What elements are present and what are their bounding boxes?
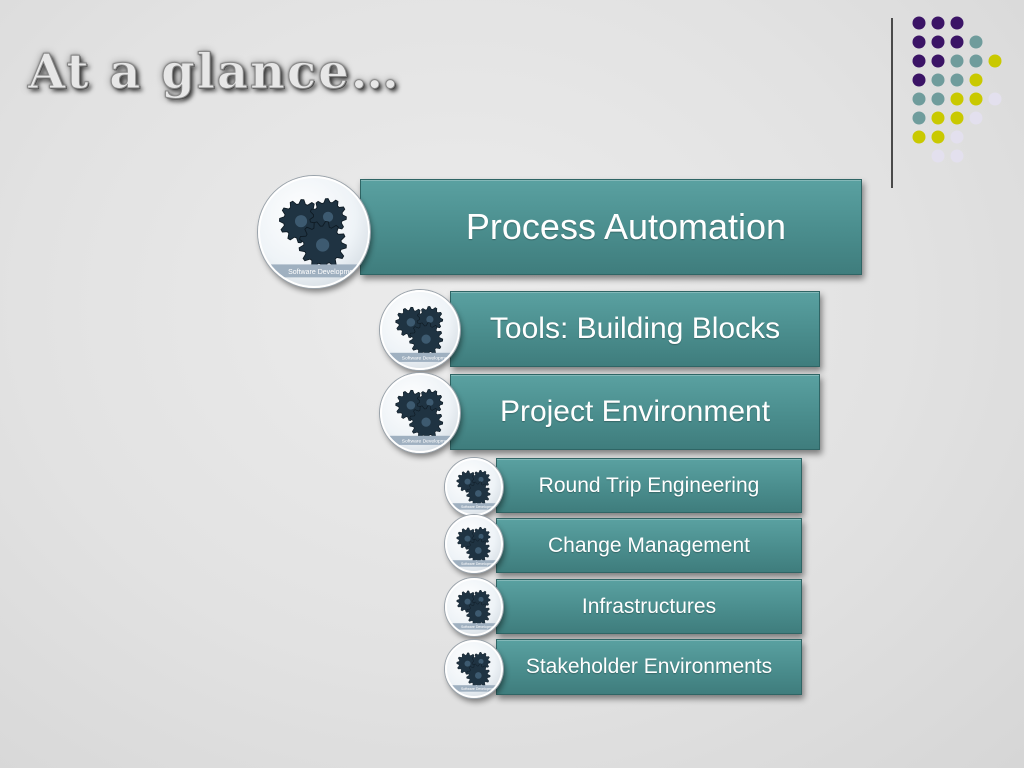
gears-icon: Software Development xyxy=(445,640,503,698)
change-management-label: Change Management xyxy=(548,533,750,557)
decorative-dot xyxy=(950,35,964,49)
icon-caption-band xyxy=(447,560,501,567)
gear-hub xyxy=(478,476,484,482)
gear-hub xyxy=(406,401,416,410)
decorative-dot xyxy=(969,54,983,68)
icon-caption: Software Development xyxy=(402,439,453,445)
icon-caption: Software Development xyxy=(461,505,496,509)
decorative-dot xyxy=(950,16,964,30)
decorative-dot xyxy=(931,16,945,30)
decorative-dot xyxy=(912,130,926,144)
gear-hub xyxy=(478,596,484,602)
decorative-dot xyxy=(931,73,945,87)
process-automation-bar: Process Automation xyxy=(360,179,862,275)
slide-title: At a glance… xyxy=(28,44,401,101)
decorative-dot xyxy=(969,92,983,106)
decorative-dot xyxy=(969,111,983,125)
decorative-dot xyxy=(931,35,945,49)
gears-icon: Software Development xyxy=(445,515,503,573)
gear-hub xyxy=(426,398,434,406)
icon-caption: Software Development xyxy=(461,625,496,629)
decorative-dot xyxy=(931,54,945,68)
infrastructures-label: Infrastructures xyxy=(581,594,717,618)
process-automation-label: Process Automation xyxy=(465,206,787,247)
stakeholder-environments-label: Stakeholder Environments xyxy=(525,655,773,678)
gears-icon-art: Software Development xyxy=(260,198,368,278)
icon-caption-band xyxy=(447,503,501,510)
icon-caption-band xyxy=(447,685,501,692)
stakeholder-environments-bar: Stakeholder Environments xyxy=(496,639,802,695)
decorative-dot xyxy=(969,35,983,49)
gear-hub xyxy=(464,660,471,667)
gears-icon: Software Development xyxy=(258,176,370,288)
decorative-dot xyxy=(950,111,964,125)
decorative-dot xyxy=(969,73,983,87)
icon-caption-band xyxy=(260,264,368,278)
gear-hub xyxy=(294,215,308,228)
gear-hub xyxy=(475,610,482,617)
decorative-dot xyxy=(931,130,945,144)
gear-hub xyxy=(421,417,431,427)
decorative-dot xyxy=(912,73,926,87)
gears-icon-art: Software Development xyxy=(447,470,501,510)
gear-hub xyxy=(406,318,416,327)
decorative-dot xyxy=(912,35,926,49)
icon-caption-band xyxy=(447,623,501,630)
round-trip-engineering-bar: Round Trip Engineering xyxy=(496,458,802,513)
decorative-dot xyxy=(912,54,926,68)
gears-icon-art: Software Development xyxy=(382,306,458,362)
decorative-dot xyxy=(950,92,964,106)
gear-hub xyxy=(464,598,471,605)
gear-hub xyxy=(478,658,484,664)
decorative-dot xyxy=(950,149,964,163)
gears-icon: Software Development xyxy=(380,373,460,453)
gears-icon-art: Software Development xyxy=(382,389,458,445)
infrastructures-bar: Infrastructures xyxy=(496,579,802,634)
icon-caption: Software Development xyxy=(461,562,496,566)
project-environment-bar: Project Environment xyxy=(450,374,820,450)
icon-caption-band xyxy=(382,352,458,362)
gears-icon-art: Software Development xyxy=(447,590,501,630)
round-trip-engineering-label: Round Trip Engineering xyxy=(538,473,760,497)
icon-caption: Software Development xyxy=(288,269,359,276)
gears-icon: Software Development xyxy=(380,290,460,370)
change-management-bar: Change Management xyxy=(496,518,802,573)
gear-hub xyxy=(322,211,334,222)
decorative-dot xyxy=(931,111,945,125)
decorative-dot xyxy=(931,92,945,106)
decorative-dot xyxy=(950,73,964,87)
icon-caption: Software Development xyxy=(402,356,453,362)
gears-icon-art: Software Development xyxy=(447,652,501,692)
gear-hub xyxy=(475,547,482,554)
gear-hub xyxy=(464,535,471,542)
gear-hub xyxy=(421,334,431,344)
gear-hub xyxy=(475,490,482,497)
gear-hub xyxy=(316,238,330,252)
gear-hub xyxy=(464,478,471,485)
gears-icon: Software Development xyxy=(445,458,503,516)
tools-building-blocks-bar: Tools: Building Blocks xyxy=(450,291,820,367)
gears-icon: Software Development xyxy=(445,578,503,636)
decorative-dot xyxy=(931,149,945,163)
decorative-dot xyxy=(912,16,926,30)
decorative-dot-grid xyxy=(912,16,1002,163)
gear-hub xyxy=(426,315,434,323)
decorative-dot xyxy=(950,54,964,68)
decorative-dot xyxy=(988,92,1002,106)
decorative-dot xyxy=(950,130,964,144)
gears-icon-art: Software Development xyxy=(447,527,501,567)
tools-building-blocks-label: Tools: Building Blocks xyxy=(489,312,781,345)
gear-hub xyxy=(475,672,482,679)
icon-caption: Software Development xyxy=(461,687,496,691)
decorative-dot xyxy=(912,111,926,125)
decorative-dot xyxy=(988,54,1002,68)
icon-caption-band xyxy=(382,435,458,445)
decorative-dot xyxy=(912,92,926,106)
project-environment-label: Project Environment xyxy=(499,395,771,428)
vertical-divider xyxy=(891,18,893,188)
gear-hub xyxy=(478,533,484,539)
